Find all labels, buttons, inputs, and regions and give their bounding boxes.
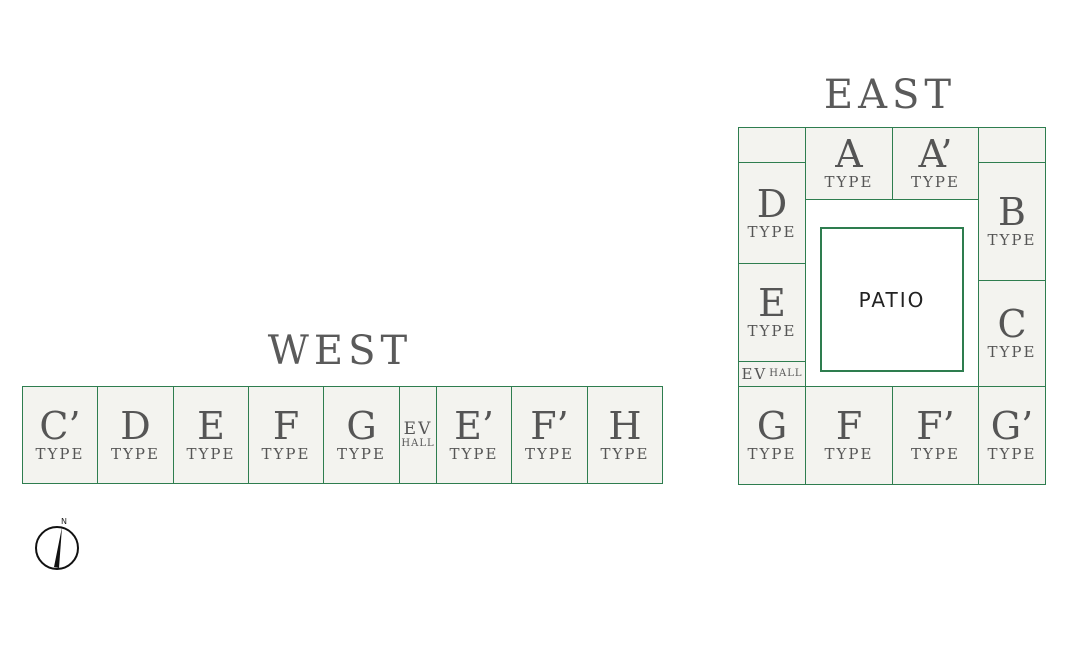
unit-letter: E [758,281,786,325]
east-unit-a-prime[interactable]: A’ TYPE [892,127,979,200]
compass-circle [35,526,79,570]
unit-type-label: TYPE [747,445,797,463]
west-unit-e[interactable]: E TYPE [173,386,249,484]
east-unit-g-prime[interactable]: G’ TYPE [978,386,1046,485]
unit-letter: F [272,403,300,448]
unit-letter: F’ [530,403,569,448]
unit-letter: H [608,403,642,448]
unit-letter: G [756,404,788,448]
unit-type-label: TYPE [337,444,386,463]
unit-type-label: TYPE [747,222,797,241]
unit-letter: C [997,302,1027,346]
east-unit-g[interactable]: G TYPE [738,386,806,485]
unit-letter: D [120,403,151,448]
hall-label: HALL [401,438,435,449]
west-unit-g[interactable]: G TYPE [323,386,400,484]
west-unit-e-prime[interactable]: E’ TYPE [436,386,512,484]
east-building-title: EAST [823,72,957,118]
unit-letter: C’ [39,403,81,448]
east-unit-b[interactable]: B TYPE [978,162,1046,281]
unit-type-label: TYPE [987,445,1037,463]
east-unit-a[interactable]: A TYPE [805,127,893,200]
north-label: N [61,517,67,526]
unit-letter: F [835,404,863,448]
unit-type-label: TYPE [824,173,874,191]
patio-label: PATIO [858,287,926,312]
unit-type-label: TYPE [111,444,160,463]
unit-type-label: TYPE [911,445,960,463]
east-unit-f-prime[interactable]: F’ TYPE [892,386,979,485]
compass-needle [54,527,62,568]
unit-type-label: TYPE [600,444,650,463]
east-unit-f[interactable]: F TYPE [805,386,893,485]
west-building-title: WEST [267,328,413,374]
west-unit-c-prime[interactable]: C’ TYPE [22,386,98,484]
north-compass-icon: N [35,517,79,570]
unit-type-label: TYPE [449,444,499,463]
ev-label: EV [403,419,433,439]
unit-type-label: TYPE [747,322,797,340]
east-unit-e[interactable]: E TYPE [738,263,806,362]
west-unit-f-prime[interactable]: F’ TYPE [511,386,588,484]
unit-letter: G [346,403,377,448]
unit-letter: G’ [990,404,1034,448]
unit-letter: A’ [918,132,953,176]
unit-type-label: TYPE [824,445,874,463]
unit-type-label: TYPE [987,231,1037,249]
unit-type-label: TYPE [525,444,574,463]
unit-type-label: TYPE [987,343,1037,361]
unit-letter: E’ [454,403,494,448]
unit-type-label: TYPE [35,444,85,463]
ev-label: EV [741,365,768,383]
hall-label: HALL [769,368,803,379]
west-unit-h[interactable]: H TYPE [587,386,663,484]
unit-letter: D [756,181,788,226]
east-ev-hall[interactable]: EV HALL [738,361,806,387]
unit-type-label: TYPE [186,444,236,463]
west-ev-hall[interactable]: EV HALL [399,386,437,484]
west-unit-d[interactable]: D TYPE [97,386,174,484]
unit-letter: A [835,132,863,176]
unit-type-label: TYPE [911,173,960,191]
unit-letter: B [998,190,1026,234]
patio: PATIO [820,227,964,372]
west-unit-f[interactable]: F TYPE [248,386,324,484]
unit-letter: F’ [916,404,955,448]
east-unit-c[interactable]: C TYPE [978,280,1046,387]
unit-type-label: TYPE [261,444,311,463]
east-unit-d[interactable]: D TYPE [738,162,806,264]
unit-letter: E [197,403,225,448]
